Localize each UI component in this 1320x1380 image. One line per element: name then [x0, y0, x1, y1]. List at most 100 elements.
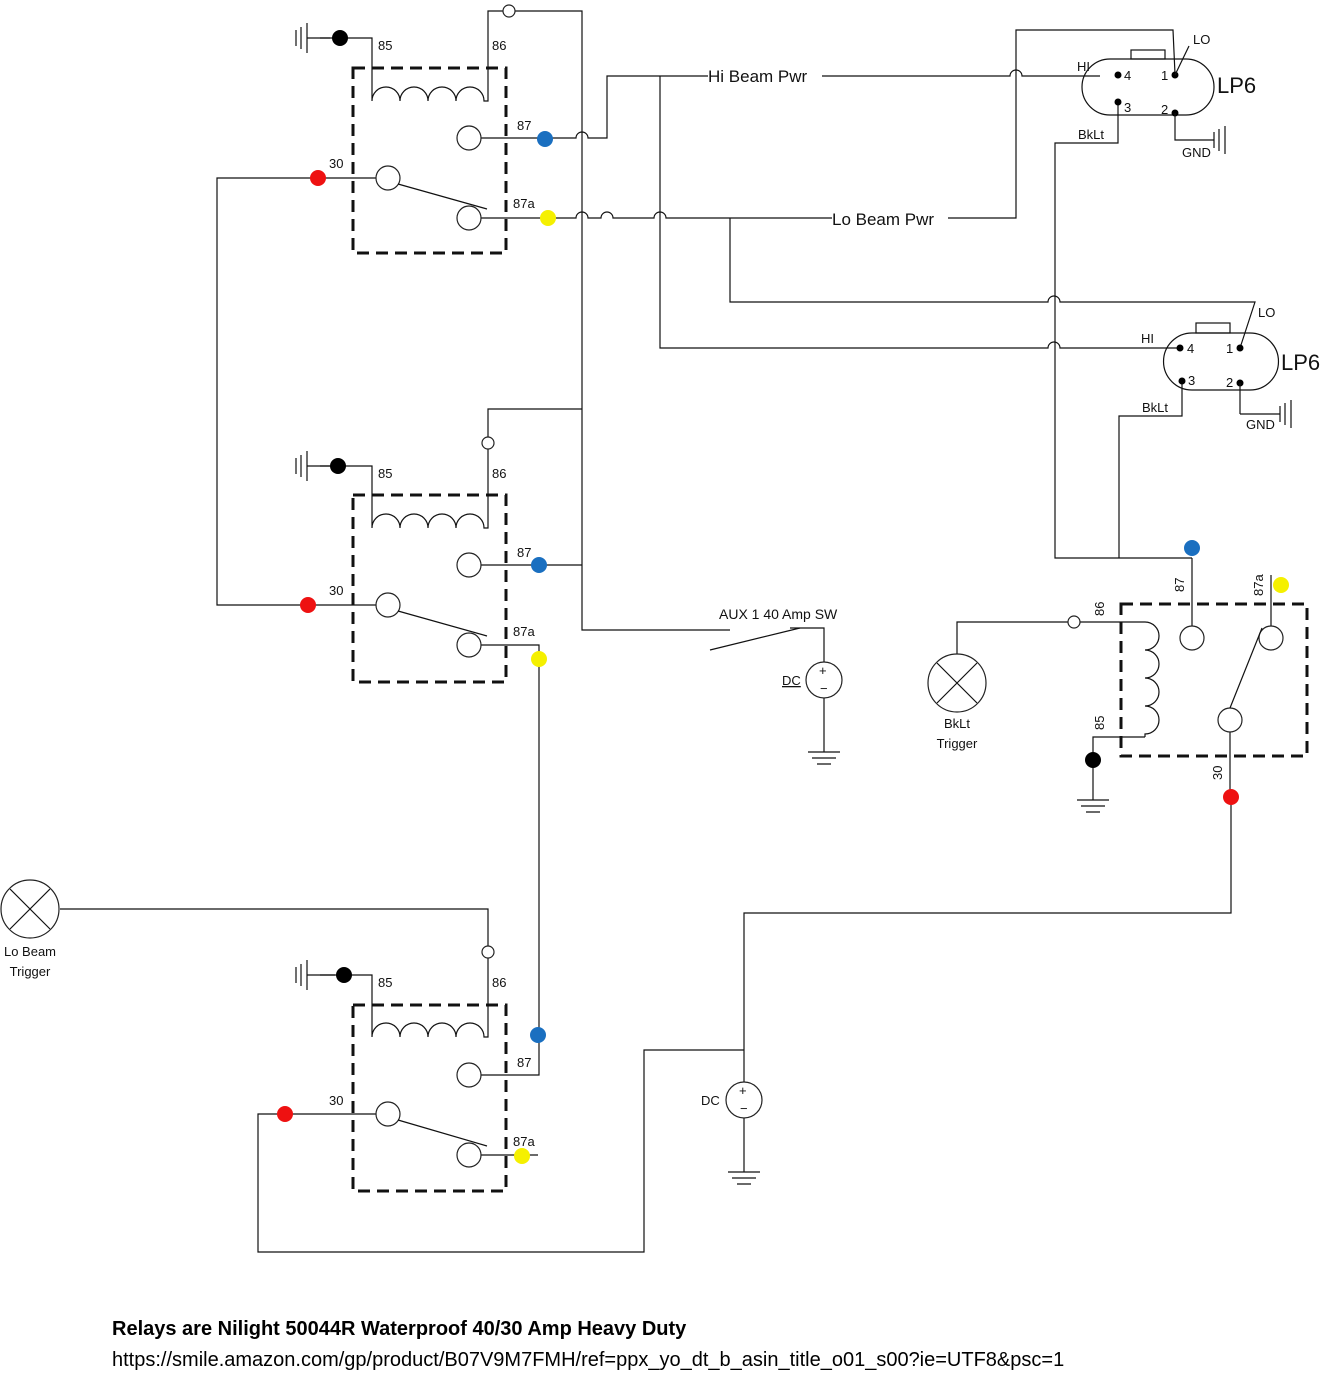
relay-2-contact-87: [456, 552, 482, 578]
relay-3: 85 86 87 30 87a: [320, 945, 535, 1193]
hi-beam-pwr-label: Hi Beam Pwr: [708, 67, 808, 86]
ground-icon: [295, 23, 330, 53]
wire-r2-86-link: [487, 408, 582, 437]
lamp-1-pin-dot: [1114, 71, 1122, 79]
pin30-dot: [310, 170, 326, 186]
relay-1-armature: [397, 183, 488, 210]
relay-1-pin-30: 30: [329, 156, 343, 171]
lamp-1-pin-3: 3: [1124, 100, 1131, 115]
aux-switch-label: AUX 1 40 Amp SW: [719, 606, 838, 622]
relay-2-pin-85: 85: [378, 466, 392, 481]
relay-3-contact-87: [456, 1062, 482, 1088]
pin87-dot: [530, 1027, 546, 1043]
relay-4-contact-87a: [1258, 625, 1284, 651]
lamp-1-pin-dot: [1114, 98, 1122, 106]
relay-1-contact-87: [456, 125, 482, 151]
lamp-2-pin-1: 1: [1226, 341, 1233, 356]
dc-minus-icon: −: [740, 1101, 748, 1116]
lamp-2-name: LP6: [1281, 350, 1320, 375]
relay-4-housing: [1119, 602, 1309, 758]
ground-dot: [336, 967, 352, 983]
wiring-diagram: 85 86 87 30 87a 85 86 87 30 87a 85 86 87…: [0, 4, 1320, 1253]
lamp-2-bklt-label: BkLt: [1142, 400, 1168, 415]
relay-2-coil: [320, 465, 489, 529]
relay-3-pin-87: 87: [517, 1055, 531, 1070]
wire-bklt-lamp1: [1054, 102, 1192, 559]
relay-4: 86 85 87 87a 30: [1067, 574, 1309, 780]
wire-bklt-trigger: [956, 621, 1068, 654]
relay-1: 85 86 87 30 87a: [320, 4, 535, 255]
relay-3-housing: [351, 1003, 508, 1193]
relay-4-terminal-86: [1067, 615, 1081, 629]
relay-3-contact-30: [375, 1101, 401, 1127]
bklt-trigger: BkLt Trigger: [927, 653, 987, 751]
lamp-1-key: [1130, 49, 1166, 60]
ground-icon: [1077, 799, 1109, 813]
wire-top-bus: [515, 10, 730, 631]
pin87a-dot: [540, 210, 556, 226]
lamp-2-pin-3: 3: [1188, 373, 1195, 388]
relay-3-pin-85: 85: [378, 975, 392, 990]
pin87-dot: [1184, 540, 1200, 556]
dc-plus-icon: +: [819, 663, 827, 678]
relay-3-coil: [320, 974, 489, 1038]
relay-1-housing: [351, 66, 508, 255]
wire-30-tie: [216, 177, 376, 606]
wires: [60, 10, 1272, 1253]
lo-beam-trigger-line1: Lo Beam: [4, 944, 56, 959]
lamp-1-gnd-lead: [1174, 113, 1178, 141]
ground-dot: [332, 30, 348, 46]
relay-1-pin-85: 85: [378, 38, 392, 53]
relay-4-coil: [1144, 621, 1160, 737]
relay-2-housing: [351, 493, 508, 684]
lo-beam-pwr-label: Lo Beam Pwr: [832, 210, 934, 229]
relay-4-pin-87a: 87a: [1251, 574, 1266, 596]
wire-switch-source: [790, 627, 825, 662]
relay-1-coil: [320, 37, 489, 102]
relay-1-terminal-86: [502, 4, 516, 18]
relay-4-contact-30: [1217, 707, 1243, 733]
pin87-dot: [537, 131, 553, 147]
relay-note-url[interactable]: https://smile.amazon.com/gp/product/B07V…: [112, 1349, 1065, 1371]
lamp-2-pin-dot: [1236, 344, 1244, 352]
wire-r4-85: [1092, 736, 1145, 800]
relay-2-armature: [397, 610, 488, 637]
lamp-2-hi-label: HI: [1141, 331, 1154, 346]
ground-icon: [1178, 126, 1226, 154]
wire-lo-trigger: [60, 908, 489, 946]
lamp-1-lo-lead: [1174, 45, 1190, 76]
terminal-dots: [277, 30, 1289, 1164]
relay-3-armature: [397, 1119, 488, 1147]
pin30-dot: [1223, 789, 1239, 805]
wire-r2-87a: [481, 644, 540, 1076]
lamp-connector-1: 4 3 1 2 HI LO BkLt GND LP6: [1077, 32, 1256, 160]
lo-beam-trigger: Lo Beam Trigger: [0, 879, 60, 979]
wire-r3-30: [257, 1049, 744, 1253]
wire-bklt-lamp2: [1118, 381, 1183, 558]
relay-4-armature: [1229, 627, 1263, 709]
wire-r1-86-top: [487, 10, 503, 40]
pin30-dot: [300, 597, 316, 613]
grounds: [295, 23, 1292, 1185]
aux-switch-blade: [709, 627, 801, 651]
ground-icon: [808, 751, 840, 765]
relay-3-pin-30: 30: [329, 1093, 343, 1108]
pin87a-dot: [1273, 577, 1289, 593]
ground-icon: [728, 1171, 760, 1185]
wire-hi-beam-pwr: [822, 69, 1100, 77]
relay-4-pin-30: 30: [1210, 766, 1225, 780]
relay-2: 85 86 87 30 87a: [320, 436, 535, 684]
relay-1-contact-87a: [456, 205, 482, 231]
relay-1-pin-87a: 87a: [513, 196, 535, 211]
relay-4-pin-86: 86: [1092, 602, 1107, 616]
dc-plus-icon: +: [739, 1083, 747, 1098]
lamp-2-key: [1195, 322, 1231, 334]
ground-dot: [1085, 752, 1101, 768]
relay-1-contact-30: [375, 165, 401, 191]
relay-2-contact-87a: [456, 632, 482, 658]
pin87a-dot: [514, 1148, 530, 1164]
lamp-1-gnd-label: GND: [1182, 145, 1211, 160]
battery-icon: [725, 1081, 763, 1119]
relay-4-pin-85: 85: [1092, 716, 1107, 730]
dc-minus-icon: −: [820, 681, 828, 696]
